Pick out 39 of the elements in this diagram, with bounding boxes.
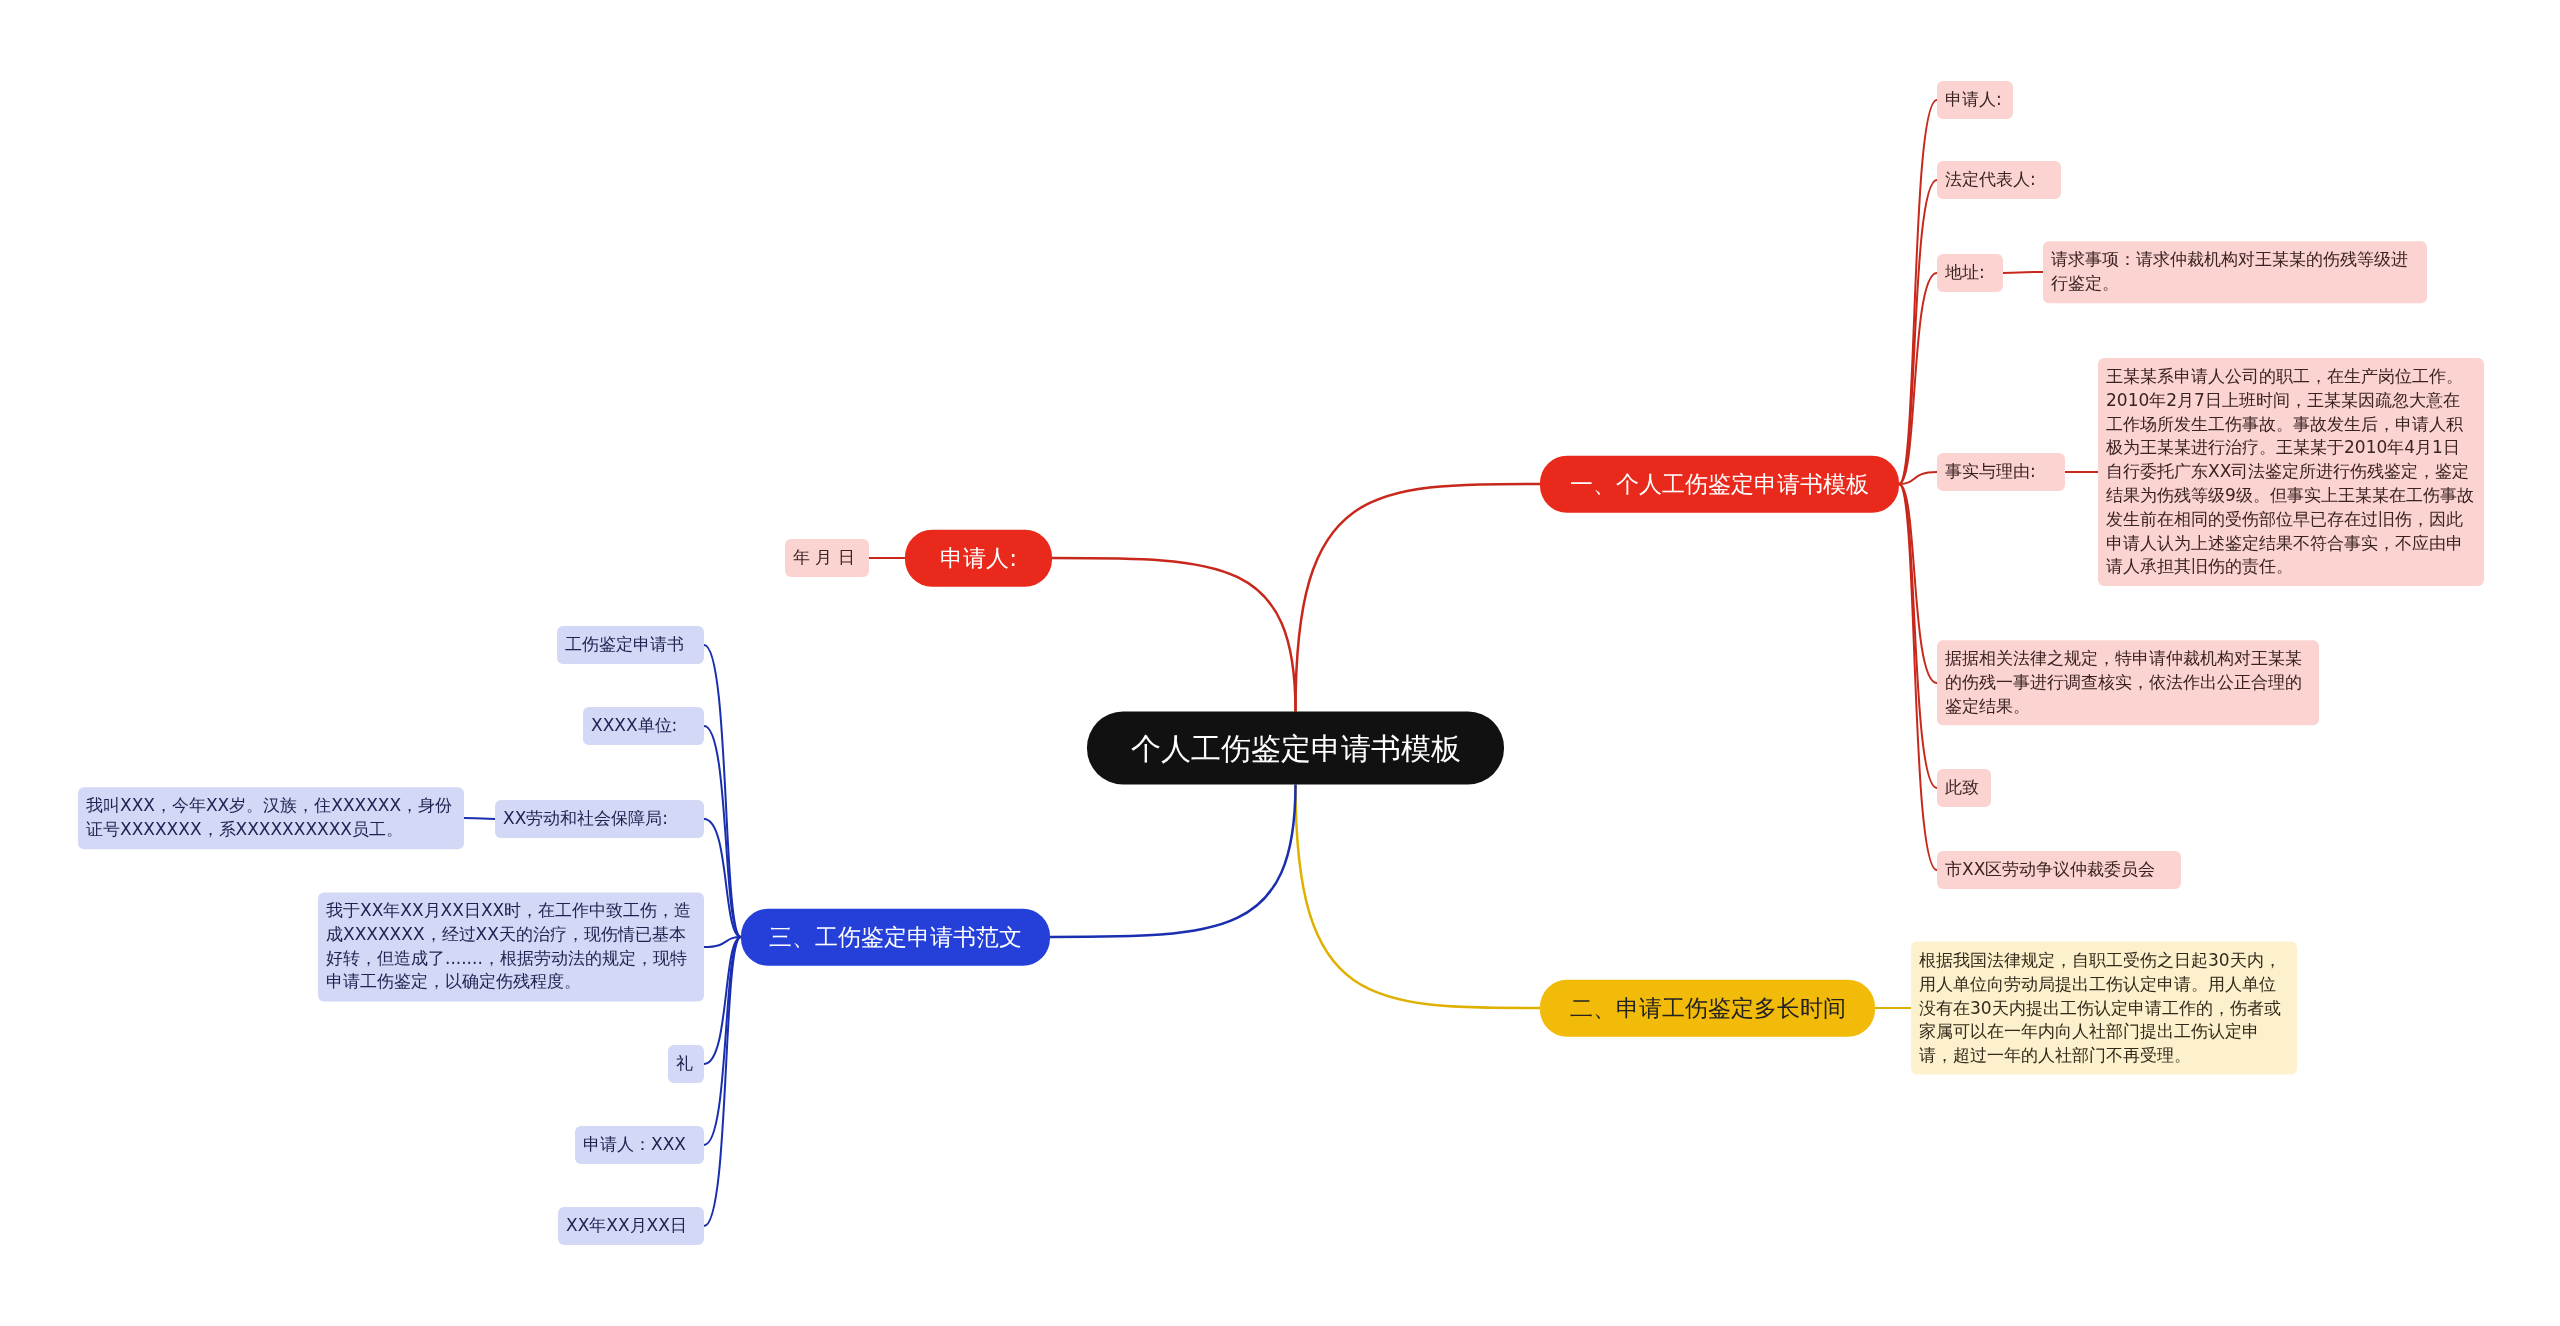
- connector-line: [703, 725, 742, 938]
- subtopic-box: XX劳动和社会保障局:: [495, 800, 704, 838]
- subtopic-box: 礼: [668, 1045, 704, 1083]
- connector-line: [703, 936, 742, 1146]
- main-topic: 三、工伤鉴定申请书范文: [741, 908, 1050, 966]
- connector-line: [868, 557, 906, 559]
- central-topic: 个人工伤鉴定申请书模板: [1087, 711, 1504, 785]
- connector-line: [1052, 556, 1297, 712]
- subtopic-box: 申请人:: [1937, 81, 2013, 119]
- connector-line: [1898, 471, 1938, 485]
- connector-line: [1050, 784, 1297, 939]
- connector-line: [2002, 271, 2044, 274]
- connector-line: [1898, 483, 1938, 871]
- subtopic-box: 年 月 日: [785, 539, 869, 577]
- connector-line: [2064, 471, 2099, 473]
- subtopic-box: 地址:: [1937, 254, 2003, 292]
- subtopic-box: 法定代表人:: [1937, 161, 2061, 199]
- connector-line: [1898, 272, 1938, 485]
- subtopic-box: 申请人：XXX: [575, 1126, 704, 1164]
- subtopic-box: 市XX区劳动争议仲裁委员会: [1937, 851, 2181, 889]
- connector-line: [1898, 483, 1938, 684]
- subtopic-box: 工伤鉴定申请书: [557, 626, 704, 664]
- subtopic-box: 据据相关法律之规定，特申请仲裁机构对王某某的伤残一事进行调查核实，依法作出公正合理的鉴定结果。: [1937, 640, 2319, 726]
- connector-line: [703, 936, 742, 1227]
- subtopic-box: 我叫XXX，今年XX岁。汉族，住XXXXXX，身份证号XXXXXXX，系XXXXXXXXXX员工。: [78, 787, 464, 849]
- subtopic-box: XXXX单位:: [583, 707, 704, 745]
- subtopic-box: 王某某系申请人公司的职工，在生产岗位工作。2010年2月7日上班时间，王某某因疏忽大意在工作场所发生工伤事故。事故发生后，申请人积极为王某某进行治疗。王某某于2010年4月1日自行委托广东XX司法鉴定所进行伤残鉴定，鉴定结果为伤残等级9级。但事实上王某某在工伤事故发生前在相同的受伤部位早已存在过旧伤，因此申请人认为上述鉴定结果不符合事实，不应由申请人承担其旧伤的责任。: [2098, 357, 2484, 587]
- main-topic: 一、个人工伤鉴定申请书模板: [1540, 455, 1899, 513]
- subtopic-box: 请求事项：请求仲裁机构对王某某的伤残等级进行鉴定。: [2043, 241, 2427, 303]
- subtopic-box: 我于XX年XX月XX日XX时，在工作中致工伤，造成XXXXXXX，经过XX天的治疗，现伤情已基本好转，但造成了.......，根据劳动法的规定，现特申请工伤鉴定，以确定伤残程度。: [318, 892, 704, 1002]
- subtopic-box: 此致: [1937, 769, 1991, 807]
- main-topic: 申请人:: [905, 529, 1052, 587]
- connector-line: [463, 817, 496, 820]
- subtopic-box: XX年XX月XX日: [558, 1207, 704, 1245]
- connector-line: [1874, 1007, 1912, 1009]
- subtopic-box: 事实与理由:: [1937, 453, 2065, 491]
- subtopic-box: 根据我国法律规定，自职工受伤之日起30天内，用人单位向劳动局提出工伤认定申请。用人单位没有在30天内提出工伤认定申请工作的，伤者或家属可以在一年内向人社部门提出工伤认定申请，超过一年的人社部门不再受理。: [1911, 941, 2297, 1075]
- main-topic: 二、申请工伤鉴定多长时间: [1540, 979, 1875, 1037]
- connector-line: [703, 818, 742, 938]
